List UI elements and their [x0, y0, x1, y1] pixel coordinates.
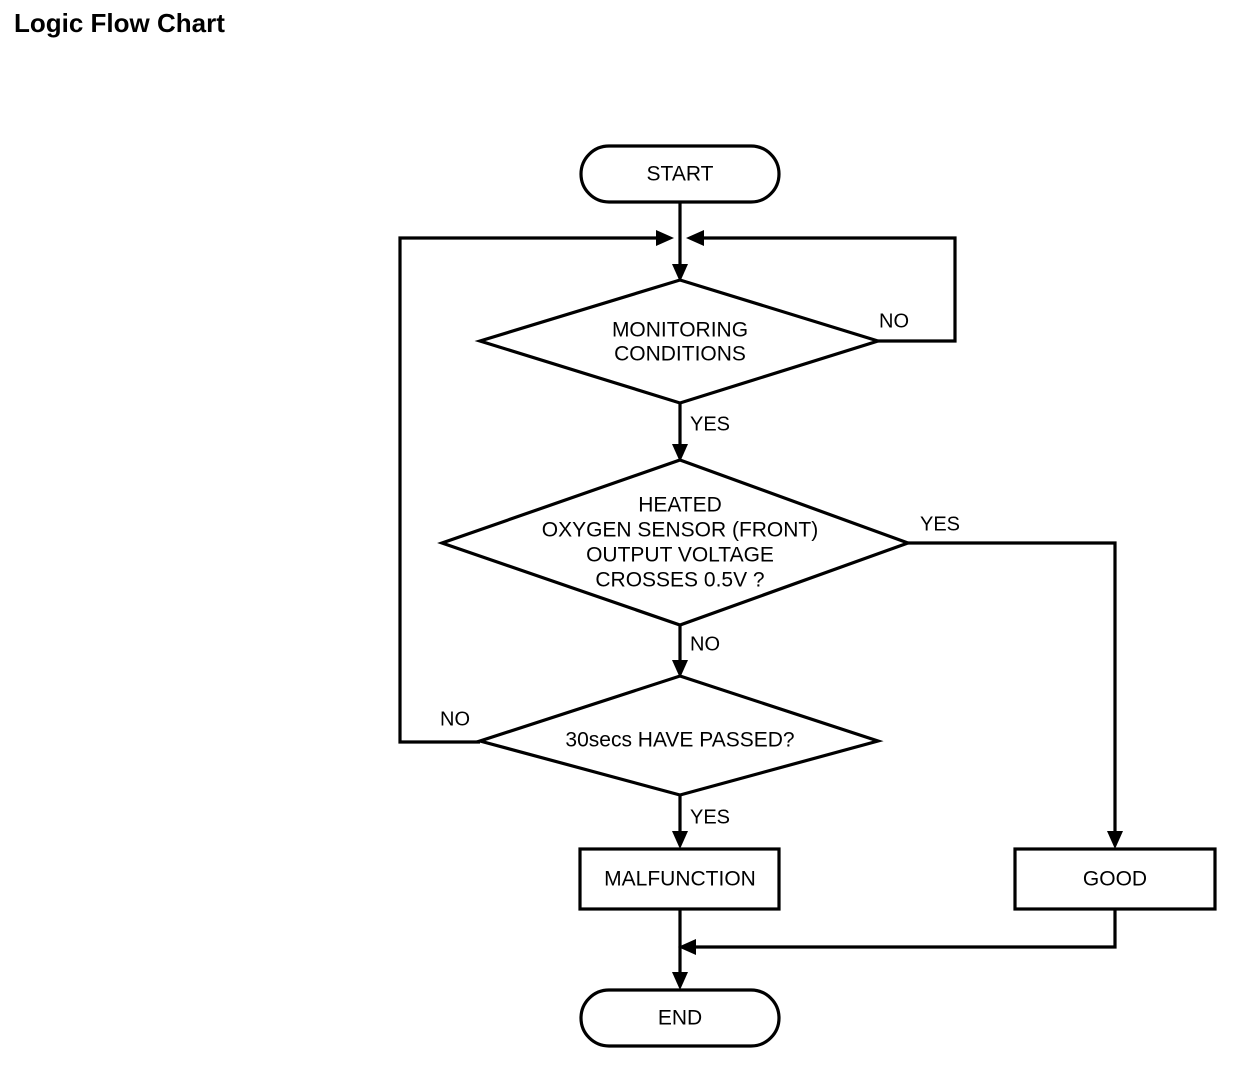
edge-timer-no-loopback — [398, 230, 674, 744]
node-end[interactable]: END — [579, 988, 781, 1048]
edge-sensor-no-to-timer — [672, 625, 688, 678]
end-shape[interactable] — [579, 988, 781, 1048]
sensor-label-line2: OXYGEN SENSOR (FRONT) — [542, 519, 819, 542]
start-shape[interactable] — [579, 144, 781, 204]
node-timer-30secs[interactable]: 30secs HAVE PASSED? — [474, 674, 884, 797]
edge-label-timer-yes: YES — [690, 806, 730, 828]
node-malfunction[interactable]: MALFUNCTION — [578, 847, 781, 911]
edge-line — [692, 909, 1117, 949]
arrow-head-left — [686, 230, 704, 246]
malfunction-label: MALFUNCTION — [604, 868, 756, 891]
edge-monitoring-no-loopback — [686, 230, 957, 343]
start-label: START — [647, 163, 714, 186]
arrow-head-down — [672, 444, 688, 462]
edge-good-to-end-merge — [678, 909, 1117, 955]
arrow-head-left — [678, 939, 696, 955]
edge-line — [700, 236, 957, 343]
malfunction-shape[interactable] — [578, 847, 781, 911]
page-title: Logic Flow Chart — [14, 8, 225, 38]
arrow-head-down — [1107, 831, 1123, 849]
good-label: GOOD — [1083, 868, 1147, 891]
timer-shape[interactable] — [474, 674, 884, 797]
edge-label-monitoring-no: NO — [879, 310, 909, 332]
edge-junction-to-monitoring — [672, 238, 688, 282]
good-shape[interactable] — [1013, 847, 1217, 911]
timer-label: 30secs HAVE PASSED? — [565, 729, 794, 752]
node-good[interactable]: GOOD — [1013, 847, 1217, 911]
edge-label-monitoring-yes: YES — [690, 413, 730, 435]
end-label: END — [658, 1007, 702, 1030]
node-oxygen-sensor-voltage[interactable]: HEATED OXYGEN SENSOR (FRONT) OUTPUT VOLT… — [437, 458, 913, 627]
edge-sensor-yes-to-good — [908, 541, 1123, 849]
monitoring-label-line1: MONITORING — [612, 319, 748, 342]
edge-monitoring-yes-to-sensor — [672, 403, 688, 462]
edge-label-sensor-yes: YES — [920, 513, 960, 535]
edge-label-timer-no: NO — [440, 708, 470, 730]
sensor-shape[interactable] — [437, 458, 913, 627]
monitoring-shape[interactable] — [474, 278, 884, 405]
node-monitoring-conditions[interactable]: MONITORING CONDITIONS — [474, 278, 884, 405]
edge-line — [908, 541, 1117, 844]
sensor-label-line1: HEATED — [638, 494, 722, 517]
arrow-head-right — [656, 230, 674, 246]
arrow-head-down — [672, 831, 688, 849]
sensor-label-line4: CROSSES 0.5V ? — [595, 569, 764, 592]
edge-timer-yes-to-malfunction — [672, 795, 688, 849]
arrow-head-down — [672, 660, 688, 678]
arrow-head-down — [672, 264, 688, 282]
edge-label-sensor-no: NO — [690, 633, 720, 655]
sensor-label-line3: OUTPUT VOLTAGE — [586, 544, 774, 567]
edge-line — [398, 236, 660, 744]
arrow-head-down — [672, 972, 688, 990]
monitoring-label-line2: CONDITIONS — [614, 343, 746, 366]
node-start[interactable]: START — [579, 144, 781, 204]
